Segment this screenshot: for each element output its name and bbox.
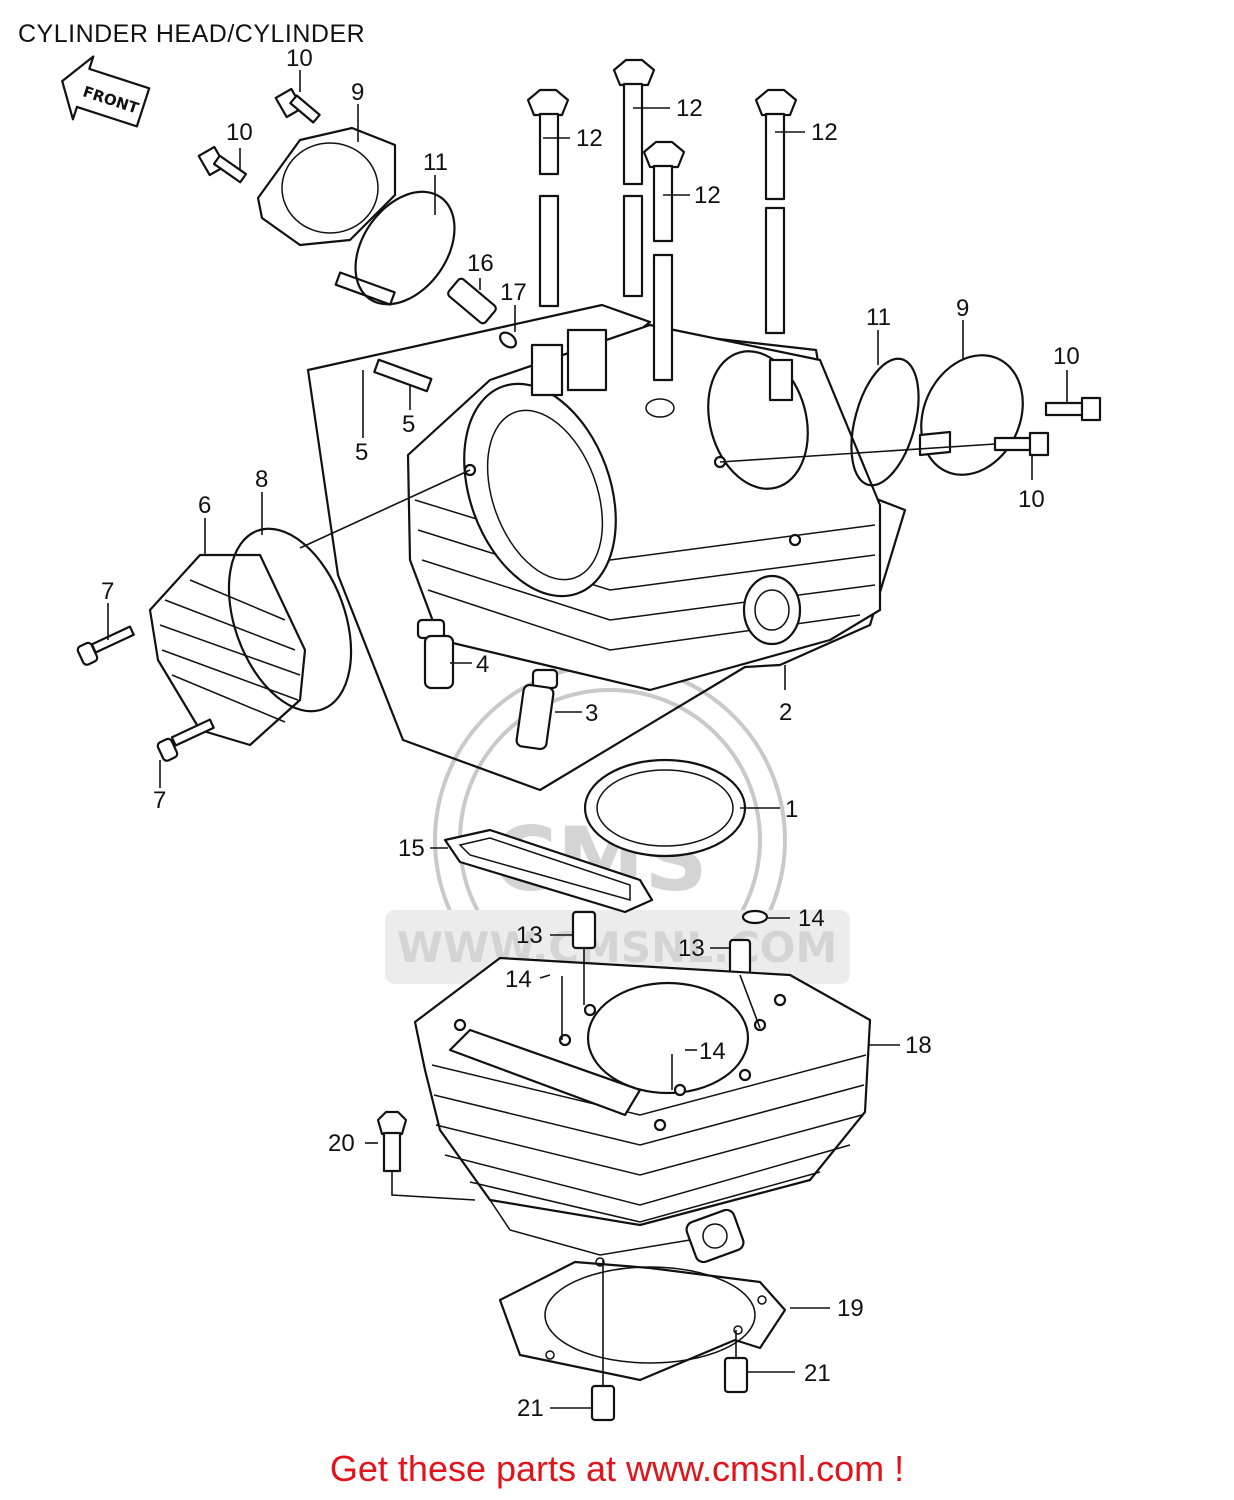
cap-9-left	[256, 126, 397, 247]
head-group-outline	[306, 303, 907, 792]
cylinder	[413, 956, 872, 1264]
bolt-10c	[1044, 396, 1102, 422]
o-ring-11-right	[850, 357, 920, 487]
cylinder-head	[406, 323, 882, 692]
callout-14b: 14	[505, 966, 532, 993]
callout-14c: 14	[699, 1038, 726, 1065]
dowel-13b	[728, 938, 752, 976]
fitting-16	[447, 277, 497, 325]
bolt-12c	[642, 140, 686, 382]
callout-12a: 12	[576, 125, 603, 152]
callout-20: 20	[328, 1130, 355, 1157]
callout-8: 8	[255, 466, 268, 493]
gasket-15	[443, 828, 654, 914]
footer-promo-link[interactable]: Get these parts at www.cmsnl.com !	[329, 1448, 905, 1489]
callout-12b: 12	[676, 95, 703, 122]
dowel-21a	[723, 1356, 749, 1394]
bolt-12d	[754, 88, 798, 335]
plug-4	[416, 618, 455, 690]
dowel-13a	[571, 910, 597, 950]
cap-9-right	[918, 354, 1024, 476]
callout-5b: 5	[402, 411, 415, 438]
cover-6	[148, 553, 307, 747]
dowel-21b	[590, 1384, 616, 1422]
callout-18: 18	[905, 1032, 932, 1059]
callout-19: 19	[837, 1295, 864, 1322]
callout-21a: 21	[804, 1360, 831, 1387]
callout-17: 17	[500, 279, 527, 306]
callout-12d: 12	[811, 119, 838, 146]
callout-10d: 10	[1018, 486, 1045, 513]
callout-15: 15	[398, 835, 425, 862]
callout-21b: 21	[517, 1395, 544, 1422]
callout-16: 16	[467, 250, 494, 277]
callout-11b: 11	[866, 304, 891, 331]
callout-10a: 10	[286, 45, 313, 72]
bolt-12a	[526, 88, 570, 308]
leader-lines	[107, 70, 1068, 1409]
washer-17	[499, 331, 517, 349]
callout-6: 6	[198, 492, 211, 519]
plug-3	[515, 668, 559, 751]
gasket-1	[583, 758, 747, 858]
washer-14a	[741, 909, 769, 925]
o-ring-11-left	[354, 190, 456, 306]
gasket-19	[498, 1257, 787, 1382]
callout-7a: 7	[101, 578, 114, 605]
callout-2: 2	[779, 699, 792, 726]
callout-7b: 7	[153, 787, 166, 814]
o-ring-8	[227, 527, 353, 713]
callout-14a: 14	[798, 905, 825, 932]
bolt-12b	[612, 58, 656, 298]
callout-1: 1	[785, 796, 798, 823]
screw-7a	[76, 625, 135, 666]
callout-9b: 9	[956, 295, 969, 322]
callout-9a: 9	[351, 79, 364, 106]
callout-12c: 12	[694, 182, 721, 209]
callout-10c: 10	[1053, 343, 1080, 370]
bolt-10b	[197, 145, 248, 184]
bolt-10a	[274, 87, 321, 124]
stud-5b	[373, 358, 433, 393]
callout-5a: 5	[355, 439, 368, 466]
callout-13a: 13	[516, 922, 543, 949]
callout-10b: 10	[226, 119, 253, 146]
callout-13b: 13	[678, 935, 705, 962]
callout-numbers: 10 9 10 11 12 12 12 12 16 17 5 5 11 9 10…	[101, 45, 1080, 1422]
bolt-20	[376, 1110, 408, 1173]
stud-5a	[334, 271, 396, 306]
page-title: CYLINDER HEAD/CYLINDER	[18, 20, 366, 48]
screw-7b	[156, 718, 215, 762]
callout-4: 4	[476, 651, 489, 678]
front-direction-badge: FRONT	[61, 55, 151, 128]
callout-11a: 11	[423, 149, 448, 176]
bolt-10d	[993, 431, 1050, 457]
callout-3: 3	[585, 700, 598, 727]
